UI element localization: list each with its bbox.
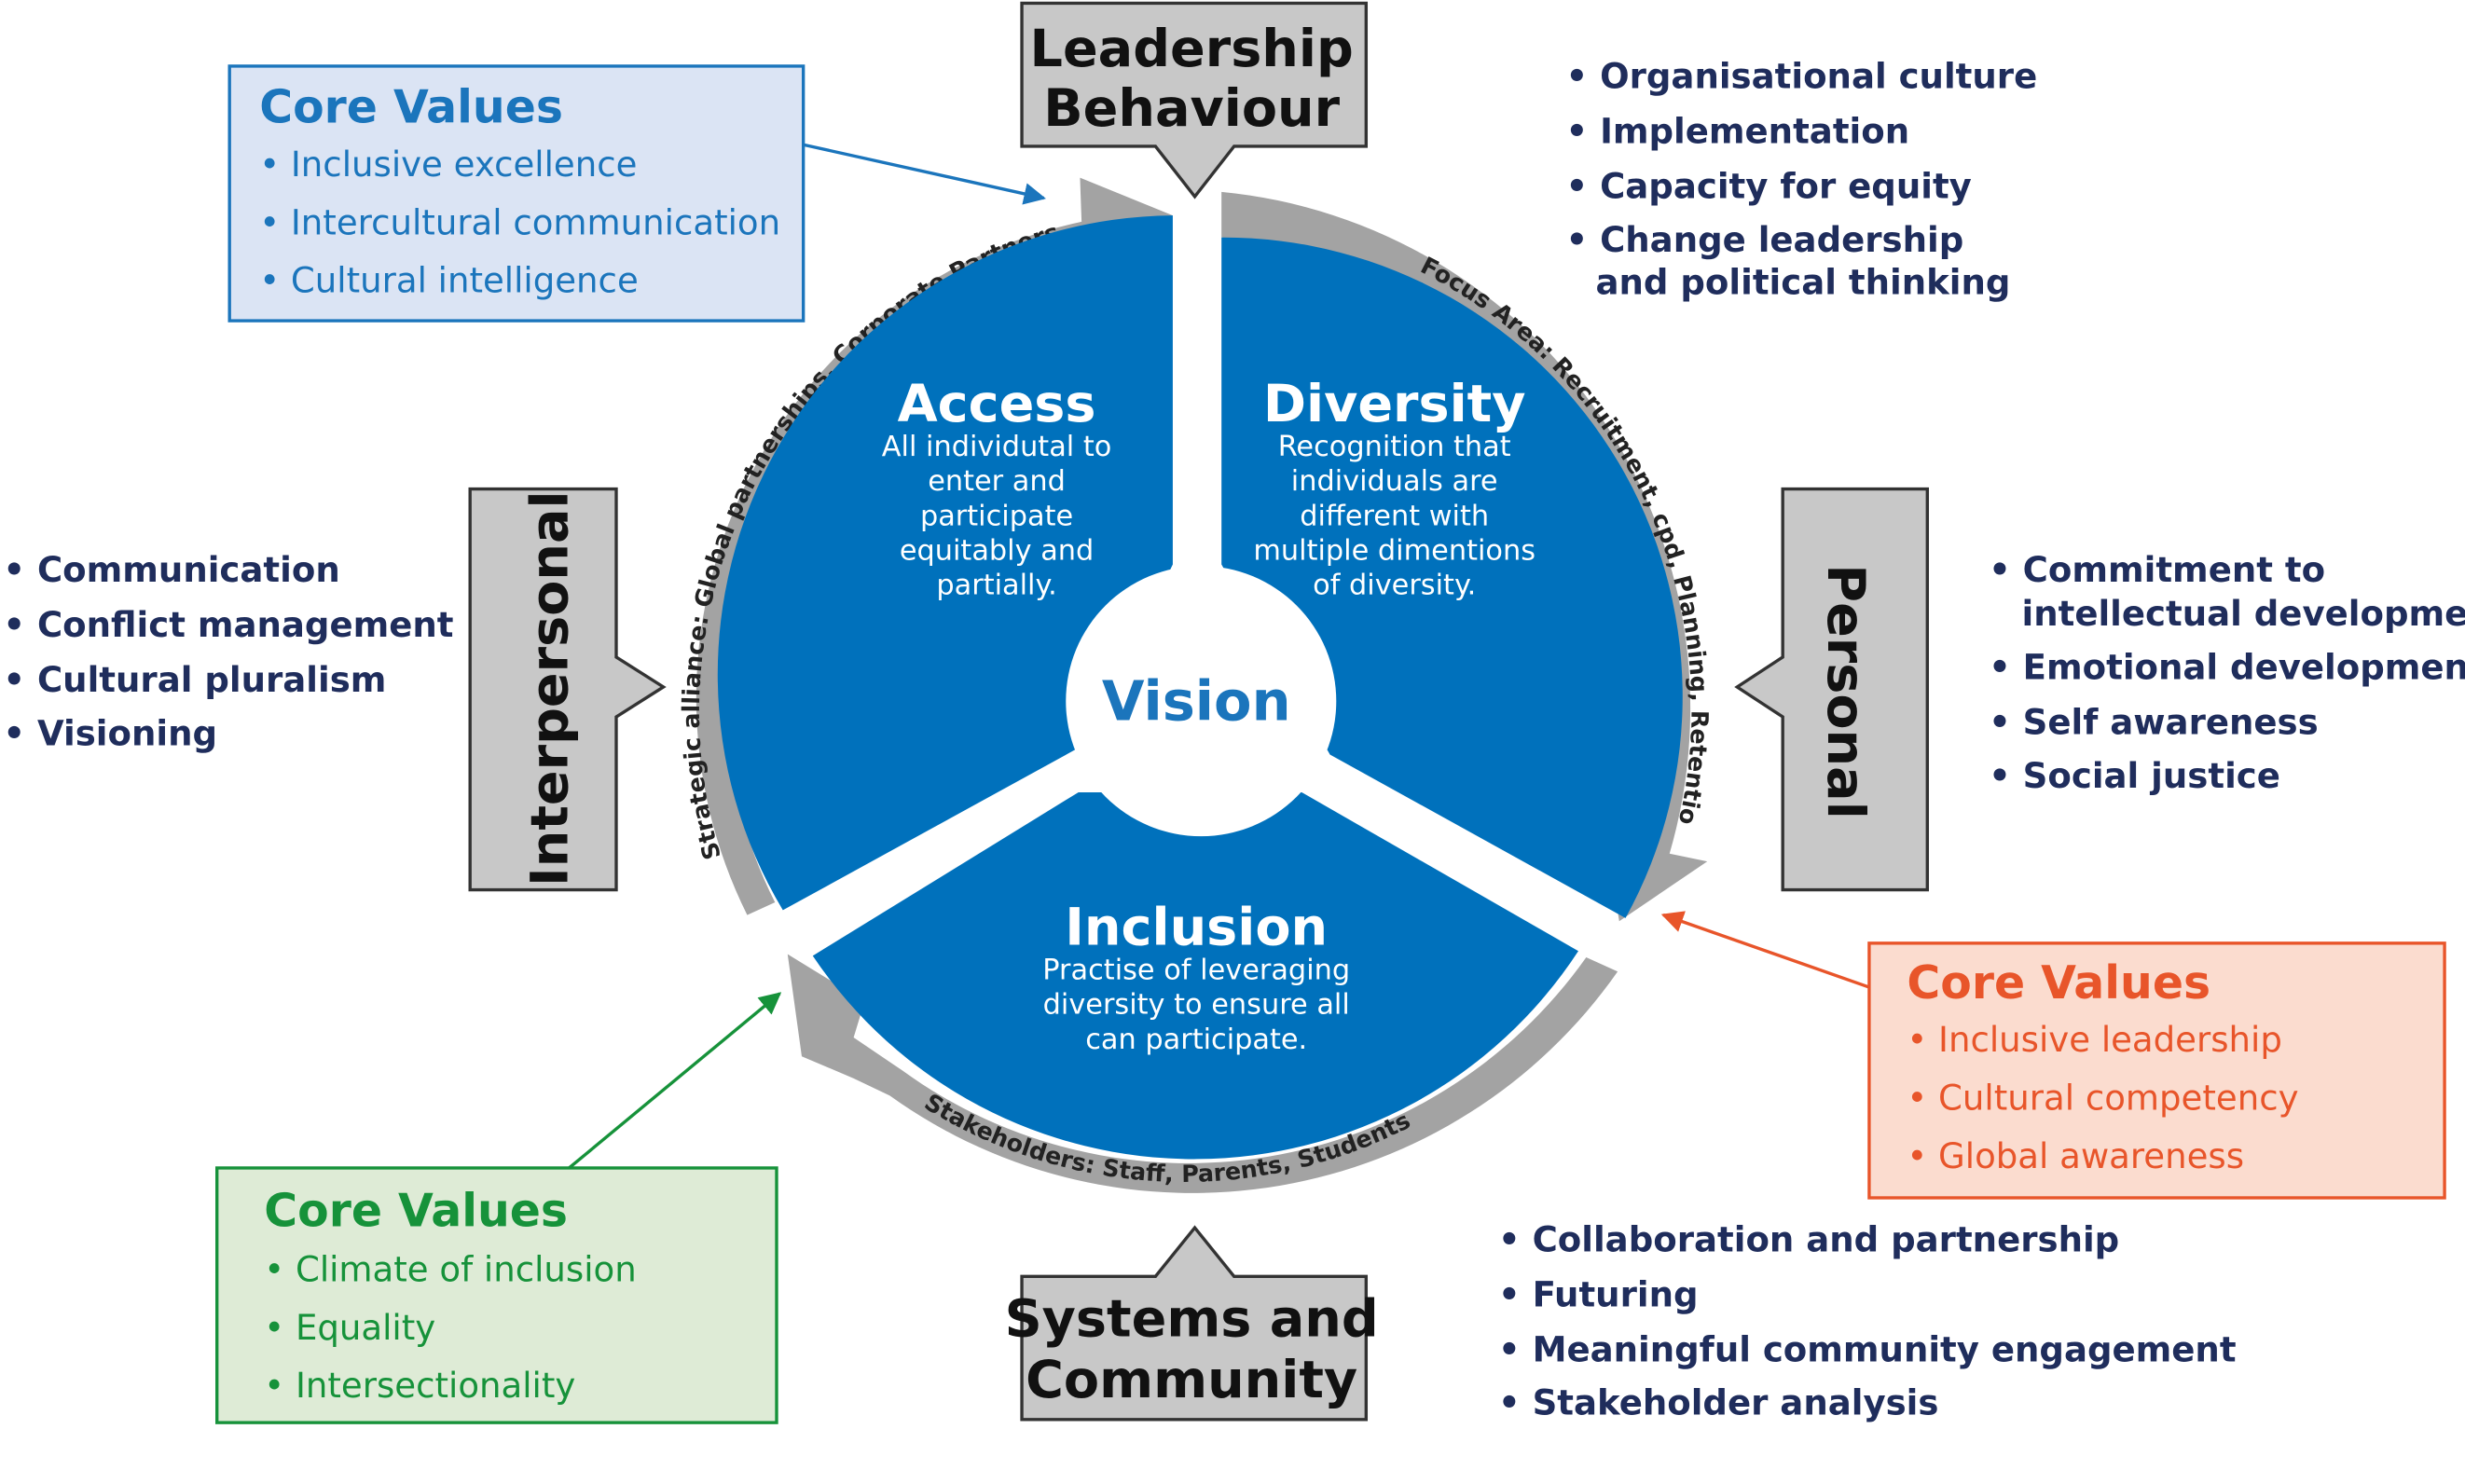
list-item: • Collaboration and partnership (1498, 1219, 2119, 1259)
core-values-item: • Intersectionality (264, 1366, 575, 1406)
callout-systems-line: Community (1026, 1350, 1357, 1410)
segment-inclusion (812, 791, 1578, 1160)
connector-green (568, 992, 782, 1170)
core-values-orange: Core Values • Inclusive leadership • Cul… (1867, 941, 2446, 1200)
access-line: equitably and (900, 534, 1094, 567)
callout-systems-line: Systems and (1005, 1288, 1379, 1349)
outer-ring (695, 177, 1708, 1193)
diversity-line: Recognition that (1278, 431, 1511, 463)
list-item: • Stakeholder analysis (1498, 1383, 1939, 1423)
list-item: • Social justice (1989, 756, 2280, 796)
core-values-green: Core Values • Climate of inclusion • Equ… (215, 1166, 778, 1424)
list-item: • Visioning (3, 713, 217, 753)
connector-blue (803, 143, 1046, 205)
core-values-title: Core Values (1907, 956, 2210, 1010)
list-leadership: • Organisational culture • Implementatio… (1565, 57, 2037, 303)
inclusion-title: Inclusion (1065, 898, 1328, 958)
core-values-item: • Global awareness (1907, 1136, 2244, 1176)
list-item-continuation: and political thinking (1596, 262, 2011, 302)
access-line: partially. (936, 569, 1056, 601)
core-values-item: • Inclusive leadership (1907, 1020, 2282, 1060)
list-item: • Meaningful community engagement (1498, 1329, 2237, 1369)
connector-orange (1660, 911, 1870, 989)
callout-interpersonal-label: Interpersonal (520, 490, 581, 886)
core-values-item: • Equality (264, 1308, 435, 1348)
callout-personal-label: Personal (1815, 564, 1876, 818)
callout-personal: Personal (1734, 487, 1929, 892)
segment-access (717, 215, 1173, 911)
callout-systems-community: Systems and Community (1005, 1225, 1379, 1422)
list-item: • Commitment to (1989, 550, 2325, 590)
core-values-item: • Climate of inclusion (264, 1249, 636, 1289)
diversity-title: Diversity (1263, 374, 1526, 434)
list-item: • Cultural pluralism (3, 660, 386, 700)
list-item-continuation: intellectual development (2021, 594, 2465, 634)
core-values-item: • Intercultural communication (259, 202, 780, 242)
diversity-line: individuals are (1291, 465, 1498, 498)
core-values-item: • Cultural competency (1907, 1079, 2298, 1119)
list-item: • Conflict management (3, 605, 453, 645)
list-systems: • Collaboration and partnership • Futuri… (1498, 1219, 2237, 1422)
inclusion-line: diversity to ensure all (1043, 989, 1350, 1022)
diversity-line: multiple dimentions (1253, 534, 1535, 567)
core-values-item: • Cultural intelligence (259, 261, 639, 301)
segment-disc (717, 215, 1683, 1160)
list-item: • Implementation (1565, 112, 1909, 152)
callout-interpersonal: Interpersonal (468, 487, 667, 892)
core-values-blue: Core Values • Inclusive excellence • Int… (227, 64, 806, 323)
ring-arrow-bottom (787, 954, 1618, 1193)
vision-center (1066, 566, 1337, 837)
diversity-line: different with (1300, 500, 1489, 532)
ring-arrow-right (1221, 191, 1708, 922)
core-values-title: Core Values (259, 81, 563, 134)
diversity-text: Diversity Recognition that individuals a… (1253, 374, 1535, 601)
core-values-title: Core Values (264, 1184, 568, 1237)
callout-leadership-line: Leadership (1030, 19, 1354, 79)
diversity-line: of diversity. (1313, 569, 1476, 601)
access-line: enter and (928, 465, 1066, 498)
list-item: • Capacity for equity (1565, 167, 1971, 207)
ring-arrow-left (695, 177, 1173, 915)
list-item: • Change leadership (1565, 220, 1963, 260)
inclusion-text: Inclusion Practise of leveraging diversi… (1042, 898, 1350, 1056)
access-title: Access (898, 374, 1096, 434)
list-item: • Self awareness (1989, 703, 2319, 743)
list-item: • Emotional development (1989, 648, 2465, 688)
callout-leadership-line: Behaviour (1043, 78, 1340, 139)
list-personal: • Commitment to intellectual development… (1989, 550, 2465, 796)
access-line: participate (920, 500, 1073, 532)
access-line: All individutal to (882, 431, 1112, 463)
inclusion-line: Practise of leveraging (1042, 955, 1350, 987)
list-interpersonal: • Communication • Conflict management • … (3, 550, 453, 753)
vision-label: Vision (1102, 668, 1291, 733)
core-values-item: • Inclusive excellence (259, 144, 637, 185)
list-item: • Communication (3, 550, 339, 590)
list-item: • Organisational culture (1565, 57, 2037, 97)
list-item: • Futuring (1498, 1274, 1699, 1314)
access-text: Access All individutal to enter and part… (882, 374, 1112, 601)
inclusion-line: can participate. (1085, 1024, 1307, 1056)
segment-diversity (1221, 237, 1683, 918)
callout-leadership-behaviour: Leadership Behaviour (1020, 1, 1369, 199)
